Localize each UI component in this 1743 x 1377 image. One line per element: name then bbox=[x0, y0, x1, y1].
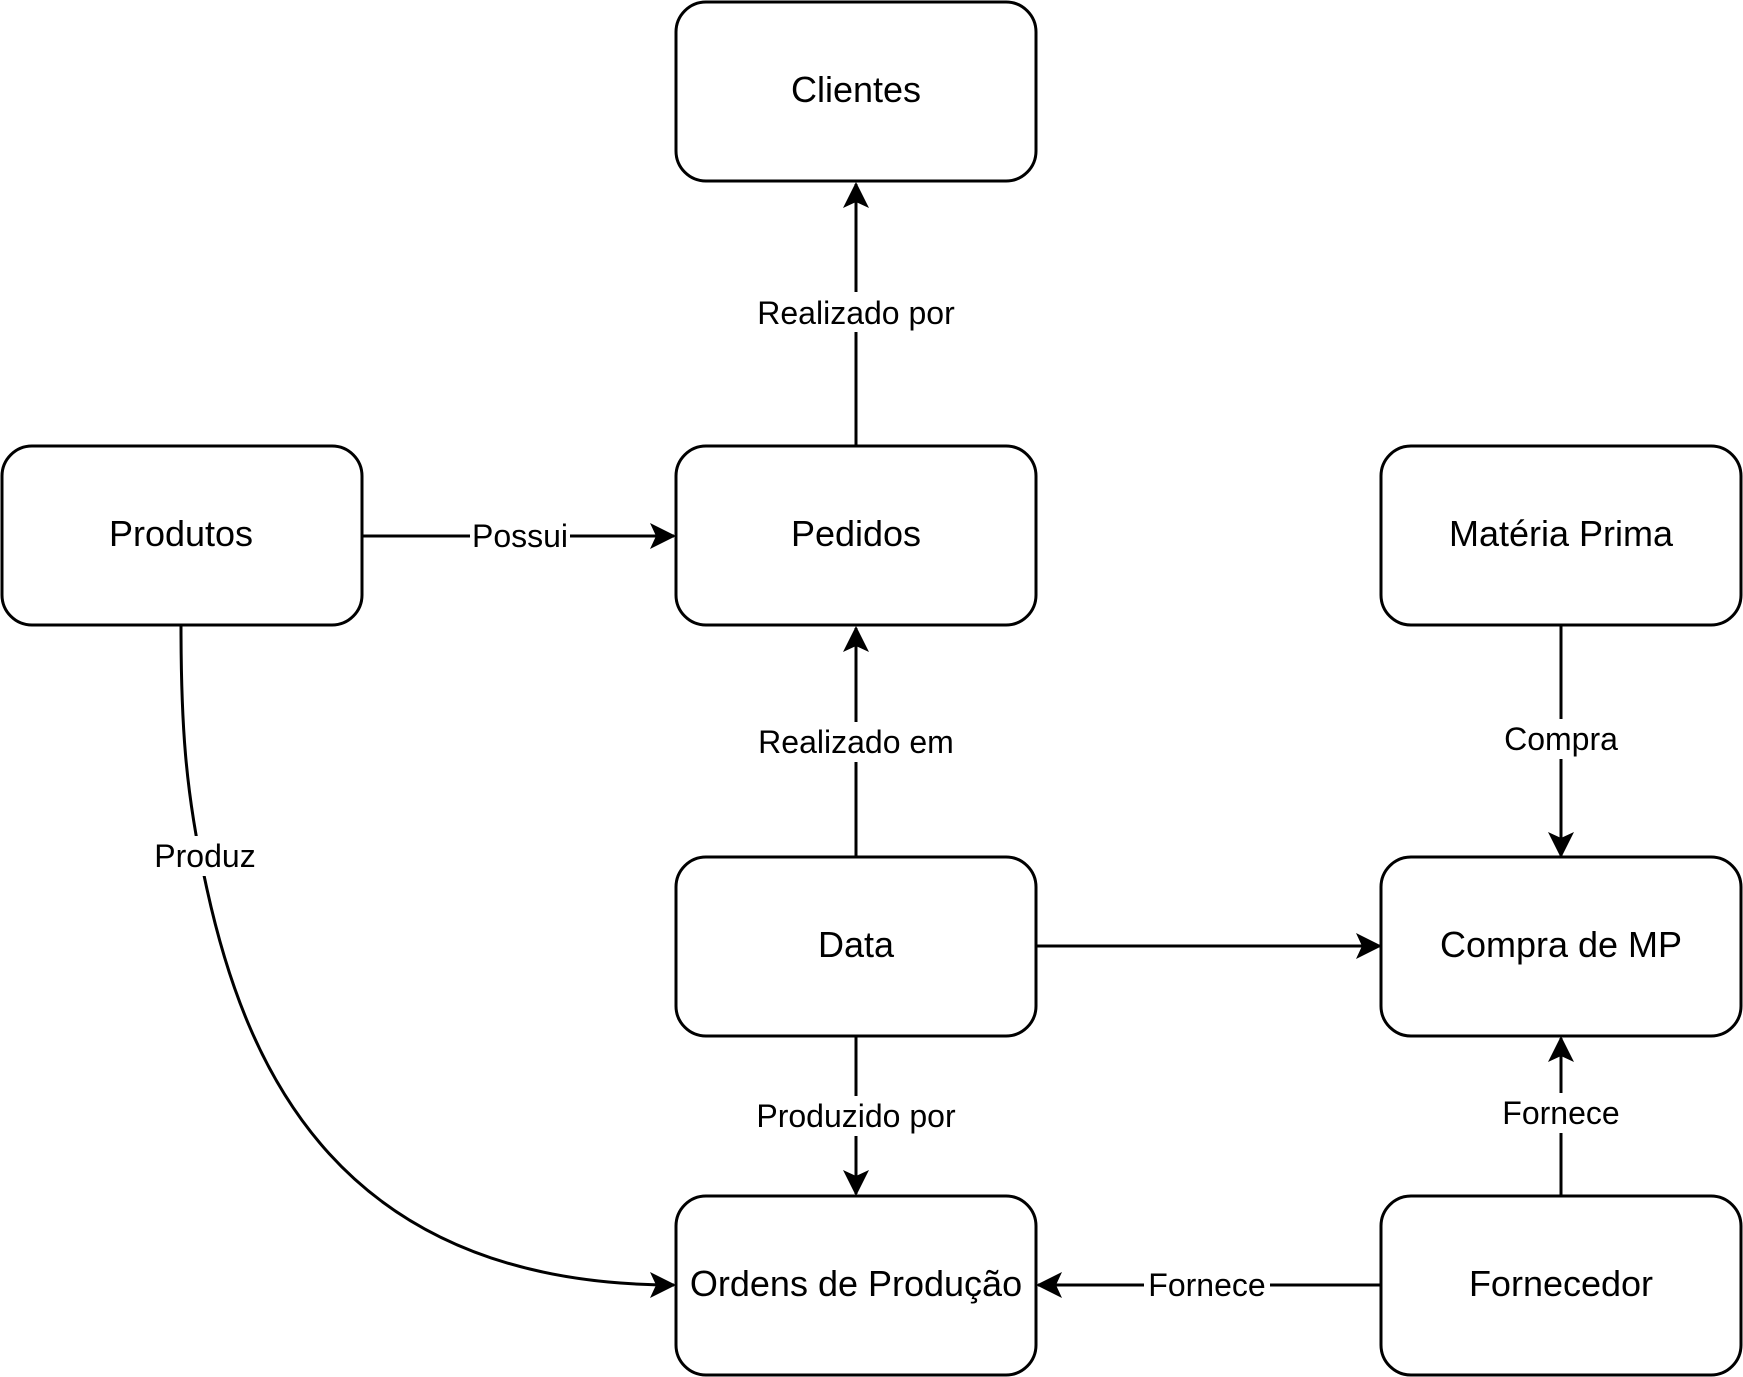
edge-label-fornece: Fornece bbox=[1502, 1095, 1619, 1131]
edge-label-bg bbox=[1144, 1265, 1270, 1305]
edge-label-bg bbox=[470, 516, 570, 556]
edge-produtos-pedidos: Possui bbox=[362, 516, 676, 556]
node-pedidos[interactable]: Pedidos bbox=[674, 444, 1038, 627]
edge-label-possui: Possui bbox=[472, 518, 568, 554]
edge-label-bg bbox=[148, 836, 262, 876]
edge-label-produz: Produz bbox=[154, 838, 255, 874]
edge-produtos-ordens: Produz bbox=[148, 625, 676, 1298]
edge-label-bg bbox=[1494, 1093, 1628, 1133]
node-fornecedor[interactable]: Fornecedor bbox=[1379, 1194, 1743, 1377]
node-box[interactable] bbox=[0, 444, 364, 627]
edge-label-bg bbox=[748, 1096, 964, 1136]
node-label: Pedidos bbox=[791, 513, 921, 554]
node-box[interactable] bbox=[674, 444, 1038, 627]
edge-label-bg bbox=[1498, 719, 1624, 759]
node-produtos[interactable]: Produtos bbox=[0, 444, 364, 627]
node-box[interactable] bbox=[674, 855, 1038, 1038]
edge-label-compra: Compra bbox=[1504, 721, 1618, 757]
edge-label-produzido-por: Produzido por bbox=[756, 1098, 956, 1134]
node-box[interactable] bbox=[1379, 855, 1743, 1038]
node-label: Ordens de Produção bbox=[690, 1263, 1022, 1304]
node-box[interactable] bbox=[674, 1194, 1038, 1377]
edge-label-bg bbox=[752, 722, 960, 762]
node-box[interactable] bbox=[674, 0, 1038, 183]
edge-fornecedor-compra: Fornece bbox=[1494, 1036, 1628, 1195]
edge-label-realizado-por: Realizado por bbox=[757, 295, 955, 331]
edge-label-realizado-em: Realizado em bbox=[758, 724, 954, 760]
node-label: Clientes bbox=[791, 69, 921, 110]
edge-pedidos-clientes: Realizado por bbox=[752, 182, 960, 445]
node-ordens-producao[interactable]: Ordens de Produção bbox=[674, 1194, 1038, 1377]
edge-line bbox=[179, 625, 676, 1298]
node-label: Matéria Prima bbox=[1449, 513, 1674, 554]
edge-materia-compra: Compra bbox=[1498, 626, 1624, 858]
node-materia-prima[interactable]: Matéria Prima bbox=[1379, 444, 1743, 627]
node-data[interactable]: Data bbox=[674, 855, 1038, 1038]
node-label: Fornecedor bbox=[1469, 1263, 1653, 1304]
node-clientes[interactable]: Clientes bbox=[674, 0, 1038, 183]
edge-data-ordens: Produzido por bbox=[748, 1036, 964, 1196]
node-label: Produtos bbox=[109, 513, 253, 554]
edge-fornecedor-ordens: Fornece bbox=[1036, 1265, 1380, 1305]
edge-label-fornece: Fornece bbox=[1148, 1267, 1265, 1303]
node-label: Compra de MP bbox=[1440, 924, 1682, 965]
node-box[interactable] bbox=[1379, 444, 1743, 627]
node-box[interactable] bbox=[1379, 1194, 1743, 1377]
node-label: Data bbox=[818, 924, 895, 965]
edge-label-bg bbox=[752, 292, 960, 332]
node-compra-mp[interactable]: Compra de MP bbox=[1379, 855, 1743, 1038]
edge-data-pedidos: Realizado em bbox=[752, 626, 960, 856]
